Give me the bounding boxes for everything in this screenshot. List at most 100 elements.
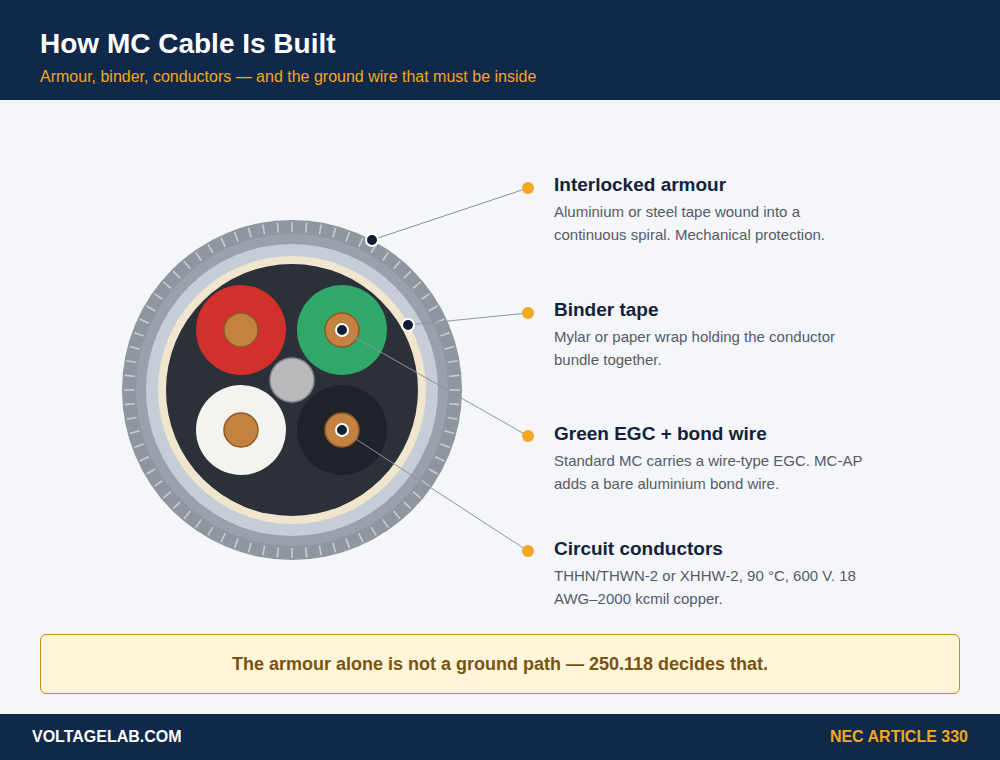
leader-dots <box>336 234 414 436</box>
armour-ridge <box>429 469 438 474</box>
white-conductor <box>196 385 286 475</box>
armour-ridge <box>173 502 180 509</box>
page-subtitle: Armour, binder, conductors — and the gro… <box>40 68 536 86</box>
armour-ridge <box>263 546 265 556</box>
armour-ridge <box>235 538 238 547</box>
armour-ridge <box>333 543 336 553</box>
callout-heading: Green EGC + bond wire <box>554 423 767 445</box>
armour-ridge <box>346 538 349 547</box>
callout-body: THHN/THWN-2 or XHHW-2, 90 °C, 600 V. 18 … <box>554 564 874 610</box>
armour-ridge <box>263 225 265 235</box>
armour-ridge <box>134 333 143 336</box>
header-band <box>0 0 1000 100</box>
note-banner: The armour alone is not a ground path — … <box>40 634 960 694</box>
armour-ridge <box>154 294 162 300</box>
armour-ridge <box>125 375 135 377</box>
armour-ridge <box>125 403 135 405</box>
armour-ridge <box>184 261 190 269</box>
armour-ridge <box>140 319 149 323</box>
note-text: The armour alone is not a ground path — … <box>232 654 768 675</box>
armour-ridge <box>124 389 134 391</box>
footer-reference: NEC ARTICLE 330 <box>830 728 968 746</box>
armour-ridge <box>394 511 400 519</box>
armour-ridge <box>359 238 363 247</box>
cable-core <box>166 264 418 516</box>
armour-ridge <box>154 481 162 487</box>
footer-band: VOLTAGELAB.COM NEC ARTICLE 330 <box>0 714 1000 760</box>
callout-body: Aluminium or steel tape wound into a con… <box>554 200 874 246</box>
armour-ridge <box>163 492 171 498</box>
armour-ridge <box>305 547 307 557</box>
callout-bullets <box>522 182 534 557</box>
leader-lines <box>342 188 528 551</box>
footer-site: VOLTAGELAB.COM <box>32 728 182 746</box>
armour-ridge <box>435 457 444 461</box>
armour-ridge <box>140 457 149 461</box>
armour-ridge <box>445 431 455 434</box>
red-conductor <box>196 285 286 375</box>
armour-ridge <box>371 527 376 536</box>
armour-ridge <box>134 444 143 447</box>
armour-ridge <box>429 306 438 311</box>
page-title: How MC Cable Is Built <box>40 28 336 60</box>
armour-ridge <box>449 403 459 405</box>
green-egc <box>297 285 387 375</box>
armour-ridge <box>147 306 156 311</box>
armour-ridge <box>319 546 321 556</box>
armour-ridge <box>359 533 363 542</box>
armour-ridge <box>127 417 137 419</box>
bond-wire <box>270 358 314 402</box>
armour-ridge <box>404 502 411 509</box>
armour-ridge <box>421 294 429 300</box>
armour-ridge <box>445 347 455 350</box>
armour-ridge <box>413 492 421 498</box>
armour-ridge <box>235 232 238 241</box>
armour-ridge <box>208 527 213 536</box>
copper-core <box>325 313 359 347</box>
armour-ridge <box>130 431 140 434</box>
armour-ridge <box>221 238 225 247</box>
armour-ridge <box>291 222 293 232</box>
armour-ridge <box>413 282 421 288</box>
armour-ridge <box>277 223 279 233</box>
copper-core <box>325 413 359 447</box>
armour-ridges <box>124 222 460 558</box>
armour-ridge <box>291 548 293 558</box>
armour-ridge <box>196 252 202 260</box>
armour-ridge <box>333 228 336 238</box>
armour-ridge <box>394 261 400 269</box>
callout-heading: Interlocked armour <box>554 174 726 196</box>
armour-ridge <box>448 361 458 363</box>
armour-ridge <box>249 228 252 238</box>
armour-outer <box>122 220 462 560</box>
armour-ridge <box>448 417 458 419</box>
armour-ridge <box>383 519 389 527</box>
armour-ridge <box>346 232 349 241</box>
armour-ridge <box>173 271 180 278</box>
copper-core <box>224 313 258 347</box>
armour-ridge <box>421 481 429 487</box>
armour-ridge <box>305 223 307 233</box>
armour-ridge <box>440 444 449 447</box>
armour-ridge <box>319 225 321 235</box>
callout-body: Standard MC carries a wire-type EGC. MC-… <box>554 449 874 495</box>
armour-ridge <box>163 282 171 288</box>
callout-body: Mylar or paper wrap holding the conducto… <box>554 325 874 371</box>
armour-liner <box>146 244 438 536</box>
armour-ridge <box>277 547 279 557</box>
armour-ridge <box>130 347 140 350</box>
armour-ridge <box>404 271 411 278</box>
armour-inner <box>136 234 448 546</box>
black-conductor <box>297 385 387 475</box>
armour-ridge <box>449 375 459 377</box>
callout-heading: Binder tape <box>554 299 659 321</box>
armour-ridge <box>249 543 252 553</box>
binder-tape <box>158 256 426 524</box>
armour-ridge <box>383 252 389 260</box>
armour-ridge <box>221 533 225 542</box>
armour-ridge <box>147 469 156 474</box>
armour-ridge <box>196 519 202 527</box>
armour-ridge <box>450 389 460 391</box>
armour-ridge <box>184 511 190 519</box>
callout-heading: Circuit conductors <box>554 538 723 560</box>
